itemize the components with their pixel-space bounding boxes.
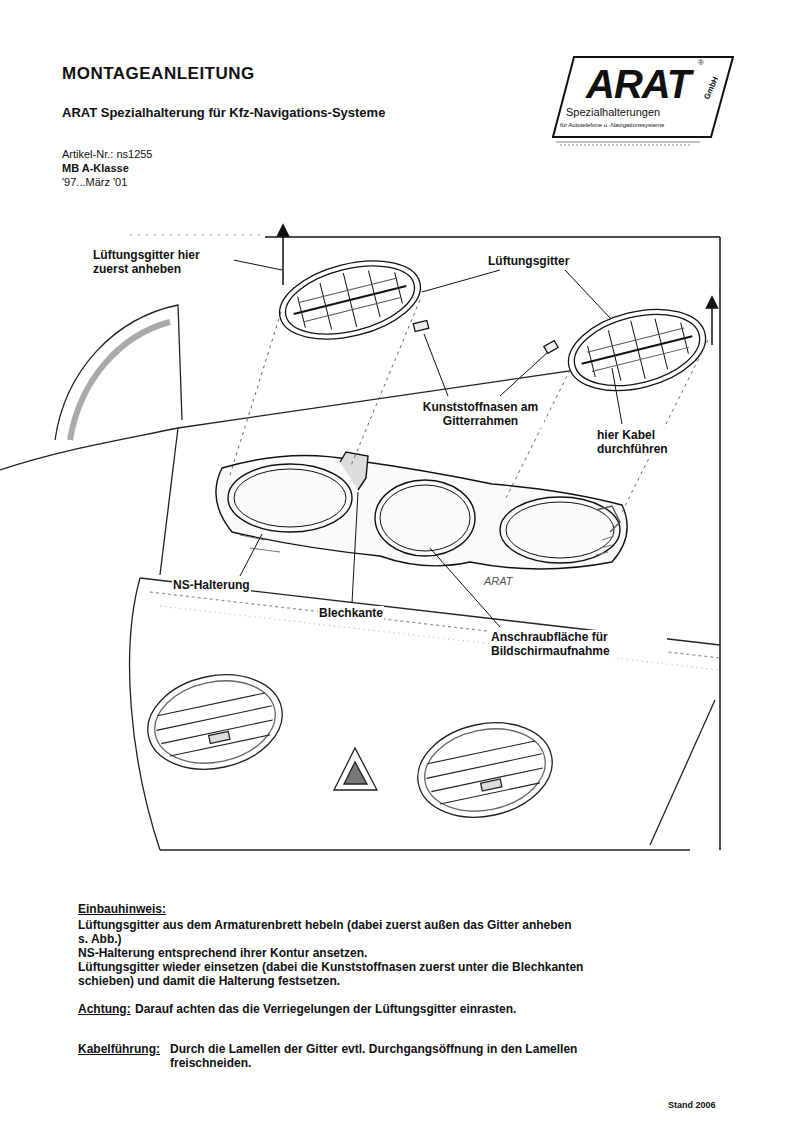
lower-vent: [154, 692, 278, 758]
dashboard: [160, 849, 690, 850]
lower-vent: [409, 711, 561, 829]
hazard-switch: [334, 748, 377, 790]
logo-hatch: [556, 142, 700, 145]
part-label: Anschraubfläche für Bildschirmaufnahme: [490, 630, 667, 658]
logo-subline: für Autotelefone u.-Navigationssysteme: [560, 122, 664, 129]
instruction-text: Lüftungsgitter aus dem Armaturenbrett he…: [78, 918, 578, 946]
lift-arrow: [283, 226, 712, 345]
leader-line: [565, 270, 610, 318]
subtitle: ARAT Spezialhalterung für Kfz-Navigation…: [62, 106, 385, 120]
leader-line: [214, 256, 622, 627]
part-label: Blechkante: [318, 606, 384, 620]
dashboard: [150, 592, 720, 658]
mounting-bracket: [228, 464, 352, 532]
leader-line: [500, 352, 548, 396]
dashboard: [160, 606, 720, 670]
section-heading: Einbauhinweis:: [78, 902, 166, 916]
dashboard: [650, 700, 715, 845]
lift-arrow: [711, 298, 713, 345]
projection-line: [230, 312, 281, 475]
dashboard: [160, 428, 178, 575]
frame-line: [130, 235, 260, 236]
lower-vent: [209, 731, 230, 743]
lower-vent: [139, 663, 561, 829]
page-title: MONTAGEANLEITUNG: [62, 64, 255, 84]
lower-vent: [139, 663, 291, 781]
part-label: Lüftungsgitter: [487, 254, 570, 268]
lift-arrow: [282, 226, 284, 285]
mounting-bracket: [216, 452, 627, 569]
mounting-bracket: [375, 480, 475, 556]
warning-text: Darauf achten das die Verriegelungen der…: [135, 1002, 540, 1016]
vent-grille: [544, 341, 558, 354]
logo-hatch: [556, 142, 700, 143]
vent-grille: [587, 328, 689, 372]
logo-wordmark: ARAT: [586, 62, 690, 106]
dashboard: [0, 428, 178, 470]
model-years: '97...März '01: [62, 175, 127, 189]
mounting-bracket: [216, 456, 627, 570]
instruction-text: Lüftungsgitter wieder einsetzen (dabei d…: [78, 960, 598, 988]
part-label: Kunststoffnasen am Gitterrahmen: [417, 400, 544, 428]
vent-grille: [413, 320, 429, 331]
frame-line: [719, 237, 721, 850]
dashboard: [70, 322, 170, 440]
leader-line: [240, 534, 262, 576]
leader-line: [430, 548, 500, 627]
vent-grille: [271, 248, 714, 404]
mounting-bracket: [506, 502, 614, 558]
leader-line: [612, 368, 622, 424]
part-label: hier Kabel durchführen: [596, 428, 690, 456]
dashboard: [55, 305, 182, 440]
mounting-bracket: [380, 485, 470, 551]
logo-outline: [553, 57, 733, 137]
projection-line: [350, 300, 420, 468]
leader-line: [424, 334, 448, 396]
vent-grille: [560, 296, 714, 404]
article-number: Artikel-Nr.: ns1255: [62, 147, 152, 161]
vent-grille: [271, 248, 428, 353]
vent-grille: [278, 254, 421, 346]
dashboard: [130, 578, 160, 850]
vent-grille: [582, 336, 693, 364]
logo-tagline: Spezialhalterungen: [566, 106, 660, 118]
mounting-bracket: [596, 506, 620, 532]
registered-mark: ®: [698, 59, 704, 68]
logo-hatch: [560, 145, 690, 146]
leader-line: [352, 492, 358, 603]
projection-line: [505, 370, 570, 500]
hazard-switch: [334, 748, 377, 790]
lower-vent: [139, 663, 291, 781]
lower-vent: [147, 670, 283, 774]
hazard-switch: [344, 762, 367, 784]
instruction-text: NS-Halterung entsprechend ihrer Kontur a…: [78, 946, 578, 960]
projection-line: [622, 340, 708, 512]
lower-vent: [481, 779, 502, 791]
mounting-bracket: [500, 497, 620, 563]
leader-line: [422, 270, 500, 292]
instruction-text: Durch die Lamellen der Gitter evtl. Durc…: [170, 1042, 600, 1070]
logo-box: ARAT®GmbHSpezialhalterungenfür Autotelef…: [552, 56, 734, 138]
mounting-bracket: [596, 536, 614, 555]
vent-grille: [271, 248, 428, 353]
vent-grille: [295, 261, 406, 340]
section-heading: Kabelführung:: [78, 1042, 160, 1056]
part-label: NS-Halterung: [172, 578, 251, 592]
lower-vent: [424, 740, 548, 806]
bracket-marking: ARAT: [484, 574, 513, 588]
vent-grille: [567, 302, 707, 397]
vent-grille: [299, 278, 401, 322]
frame-line: [265, 236, 720, 238]
vehicle-model: MB A-Klasse: [62, 161, 129, 175]
projection-line: [230, 300, 708, 512]
lower-vent: [409, 711, 561, 829]
frame-line: [130, 235, 720, 850]
vent-grille: [560, 296, 714, 404]
warning-heading: Achtung:: [78, 1002, 131, 1016]
revision-date: Stand 2006: [668, 1098, 716, 1112]
lower-vent: [417, 718, 553, 822]
part-label: Lüftungsgitter hier zuerst anheben: [92, 248, 234, 276]
mounting-bracket: [234, 469, 346, 527]
